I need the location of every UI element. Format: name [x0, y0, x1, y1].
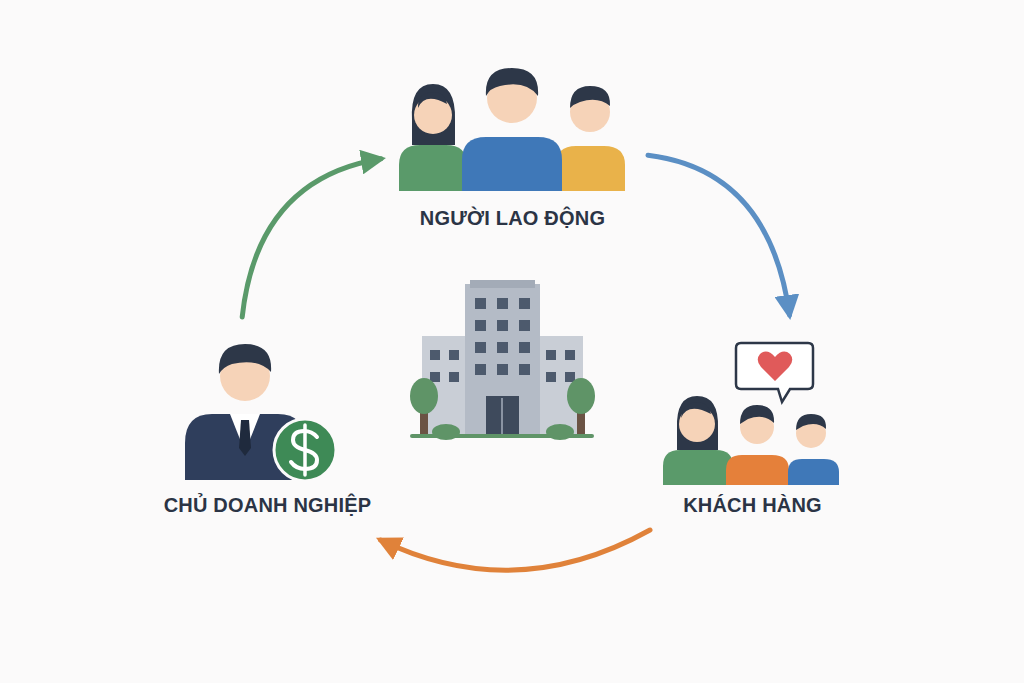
- actor-label: KHÁCH HÀNG: [680, 494, 825, 517]
- workers-icon: [399, 68, 625, 191]
- actor-label: CHỦ DOANH NGHIỆP: [161, 494, 375, 517]
- actor-node: NGƯỜI LAO ĐỘNG: [395, 62, 630, 238]
- owner-icon: [185, 344, 336, 481]
- cycle-arrow: [242, 159, 381, 317]
- building-icon: [410, 280, 595, 440]
- actor-node: CHỦ DOANH NGHIỆP: [153, 335, 383, 525]
- customers-icon: [663, 343, 839, 485]
- cycle-arrow: [648, 155, 790, 315]
- cycle-arrow: [381, 530, 651, 570]
- actor-node: KHÁCH HÀNG: [655, 335, 850, 525]
- actor-label: NGƯỜI LAO ĐỘNG: [417, 207, 608, 230]
